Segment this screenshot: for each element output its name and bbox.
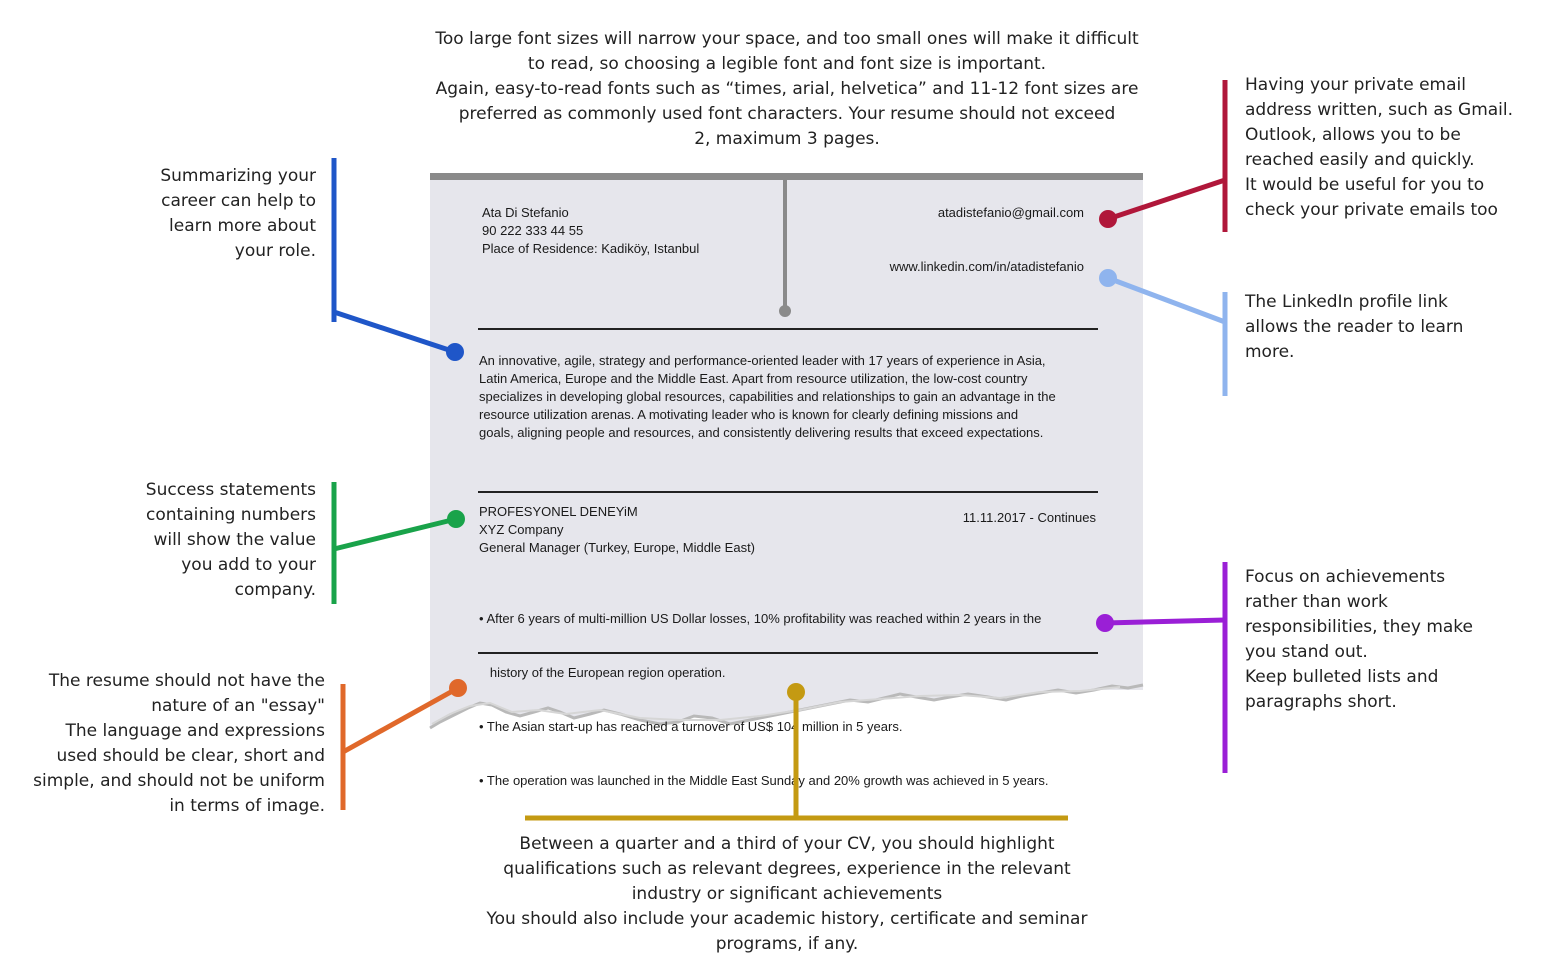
note-line: company. (234, 580, 316, 600)
note-summary: Summarizing your career can help to lear… (100, 164, 316, 264)
note-line: You should also include your academic hi… (486, 909, 1088, 929)
note-line: industry or significant achievements (631, 884, 943, 904)
connector-dot-achievements (1096, 614, 1114, 632)
note-line: more. (1245, 342, 1295, 362)
note-line: paragraphs short. (1245, 692, 1397, 712)
note-line: containing numbers (146, 505, 316, 525)
note-line: qualifications such as relevant degrees,… (503, 859, 1071, 879)
note-line: you add to your (181, 555, 316, 575)
summary-line: Latin America, Europe and the Middle Eas… (479, 371, 1028, 386)
note-line: reached easily and quickly. (1245, 150, 1475, 170)
resume-name: Ata Di Stefanio (482, 205, 569, 220)
note-essay: The resume should not have the nature of… (10, 669, 325, 819)
resume-linkedin: www.linkedin.com/in/atadistefanio (889, 259, 1084, 274)
job-dates: 11.11.2017 - Continues (962, 510, 1096, 525)
note-line: Summarizing your (160, 166, 316, 186)
note-line: Keep bulleted lists and (1245, 667, 1439, 687)
note-email: Having your private email address writte… (1245, 73, 1540, 223)
note-line: in terms of image. (169, 796, 325, 816)
note-line: address written, such as Gmail. (1245, 100, 1514, 120)
connector-essay (341, 685, 460, 755)
note-line: The language and expressions (65, 721, 325, 741)
note-font-size: Too large font sizes will narrow your sp… (387, 27, 1187, 152)
connector-achievements (1104, 617, 1226, 626)
resume-phone: 90 222 333 44 55 (482, 223, 584, 238)
note-line: Having your private email (1245, 75, 1466, 95)
connector-dot-qualifications (787, 683, 805, 701)
note-qualifications: Between a quarter and a third of your CV… (437, 832, 1137, 957)
connector-summary (333, 309, 456, 355)
note-line: Between a quarter and a third of your CV… (519, 834, 1055, 854)
note-line: simple, and should not be uniform (33, 771, 325, 791)
summary-line: An innovative, agile, strategy and perfo… (479, 353, 1046, 368)
note-success: Success statements containing numbers wi… (96, 478, 316, 603)
note-line: rather than work (1245, 592, 1388, 612)
connector-email (1107, 177, 1226, 222)
note-line: will show the value (153, 530, 316, 550)
bullet-item: • After 6 years of multi-million US Doll… (479, 611, 1042, 626)
resume-divider-1 (478, 328, 1098, 330)
connector-dot-essay (449, 679, 467, 697)
summary-line: goals, aligning people and resources, an… (479, 425, 1044, 440)
resume-residence: Place of Residence: Kadiköy, Istanbul (482, 241, 700, 256)
note-line: 2, maximum 3 pages. (694, 129, 880, 149)
resume-email: atadistefanio@gmail.com (937, 205, 1084, 220)
note-line: responsibilities, they make (1245, 617, 1473, 637)
resume-summary: An innovative, agile, strategy and perfo… (479, 352, 1056, 442)
job-role: General Manager (Turkey, Europe, Middle … (479, 540, 756, 555)
summary-line: specializes in developing global resourc… (479, 389, 1056, 404)
note-line: to read, so choosing a legible font and … (527, 54, 1047, 74)
note-line: learn more about (169, 216, 316, 236)
note-line: career can help to (161, 191, 316, 211)
note-line: your role. (234, 241, 316, 261)
note-line: preferred as commonly used font characte… (458, 104, 1116, 124)
bullet-item: history of the European region operation… (479, 665, 726, 680)
company-name: XYZ Company (479, 522, 564, 537)
note-line: programs, if any. (715, 934, 859, 954)
note-line: check your private emails too (1245, 200, 1498, 220)
note-line: It would be useful for you to (1245, 175, 1485, 195)
note-line: Success statements (145, 480, 316, 500)
resume-bullets: • After 6 years of multi-million US Doll… (479, 574, 1048, 808)
resume-contact-block: Ata Di Stefanio 90 222 333 44 55 Place o… (482, 204, 699, 258)
summary-line: resource utilization arenas. A motivatin… (479, 407, 1019, 422)
note-achievements: Focus on achievements rather than work r… (1245, 565, 1535, 715)
connector-dot-summary (446, 343, 464, 361)
connector-dot-font-size (779, 305, 791, 317)
note-line: Again, easy-to-read fonts such as “times… (435, 79, 1139, 99)
connector-success (333, 516, 457, 552)
resume-divider-3 (478, 652, 1098, 654)
resume-divider-2 (478, 491, 1098, 493)
note-line: you stand out. (1245, 642, 1368, 662)
note-line: The LinkedIn profile link (1245, 292, 1448, 312)
note-linkedin: The LinkedIn profile link allows the rea… (1245, 290, 1525, 365)
note-line: Outlook, allows you to be (1245, 125, 1461, 145)
resume-top-bar (430, 173, 1143, 180)
note-line: nature of an "essay" (151, 696, 325, 716)
resume-experience-header: PROFESYONEL DENEYiM XYZ Company General … (479, 503, 755, 557)
note-line: Focus on achievements (1245, 567, 1446, 587)
connector-dot-success (447, 510, 465, 528)
section-title: PROFESYONEL DENEYiM (479, 504, 638, 519)
bullet-item: • The Asian start-up has reached a turno… (479, 719, 903, 734)
note-line: used should be clear, short and (56, 746, 325, 766)
note-line: allows the reader to learn (1245, 317, 1464, 337)
note-line: The resume should not have the (48, 671, 325, 691)
connector-linkedin (1107, 275, 1226, 325)
note-line: Too large font sizes will narrow your sp… (435, 29, 1139, 49)
connector-dot-linkedin (1099, 269, 1117, 287)
connector-dot-email (1099, 210, 1117, 228)
